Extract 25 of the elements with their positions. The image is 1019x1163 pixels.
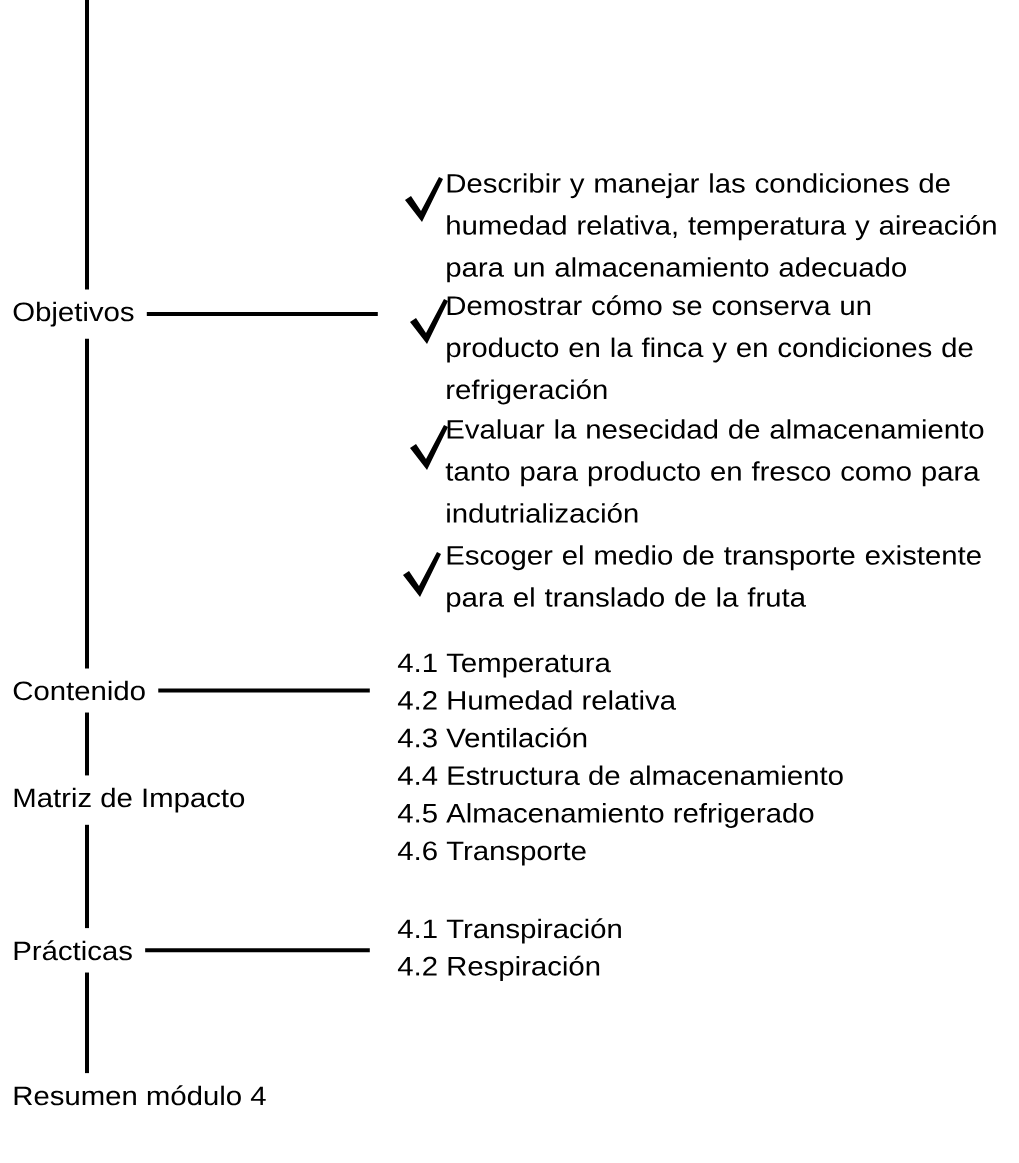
connector-line: [85, 0, 89, 290]
section-label: Contenido: [13, 680, 145, 701]
list-item: 4.5 Almacenamiento refrigerado: [397, 803, 814, 828]
section-label: Matriz de Impacto: [14, 787, 245, 813]
section-label: Prácticas: [14, 940, 132, 961]
list-item: 4.4 Estructura de almacenamiento: [397, 765, 843, 786]
list-item: 4.6 Transporte: [397, 841, 586, 866]
section-label: Objetivos: [13, 301, 134, 327]
list-item: 4.1 Temperatura: [397, 653, 611, 678]
list-item: 4.2 Respiración: [397, 955, 600, 981]
objective-item: Escoger el medio de transporte existente para el translado de la fruta: [447, 545, 981, 613]
list-item: 4.2 Humedad relativa: [397, 690, 677, 710]
section-label: Resumen módulo 4: [14, 1085, 266, 1106]
connector-line: [146, 312, 378, 317]
list-item: 4.3 Ventilación: [397, 727, 587, 748]
connector-line: [145, 948, 370, 953]
objective-item: Describir y manejar las condiciones de humedad relativa, temperatura y aireación para un almacenamiento adecuado: [447, 173, 996, 283]
connector-line: [85, 824, 89, 929]
connector-line: [158, 688, 370, 693]
connector-line: [85, 712, 89, 776]
objective-item: Demostrar cómo se conserva un producto en la finca y en condiciones de refrigeración: [447, 295, 973, 405]
objective-item: Evaluar la nesecidad de almacenamiento tanto para producto en fresco como para indutrialización: [445, 419, 984, 523]
connector-line: [85, 972, 89, 1074]
list-item: 4.1 Transpiración: [397, 918, 621, 944]
connector-line: [85, 338, 89, 669]
